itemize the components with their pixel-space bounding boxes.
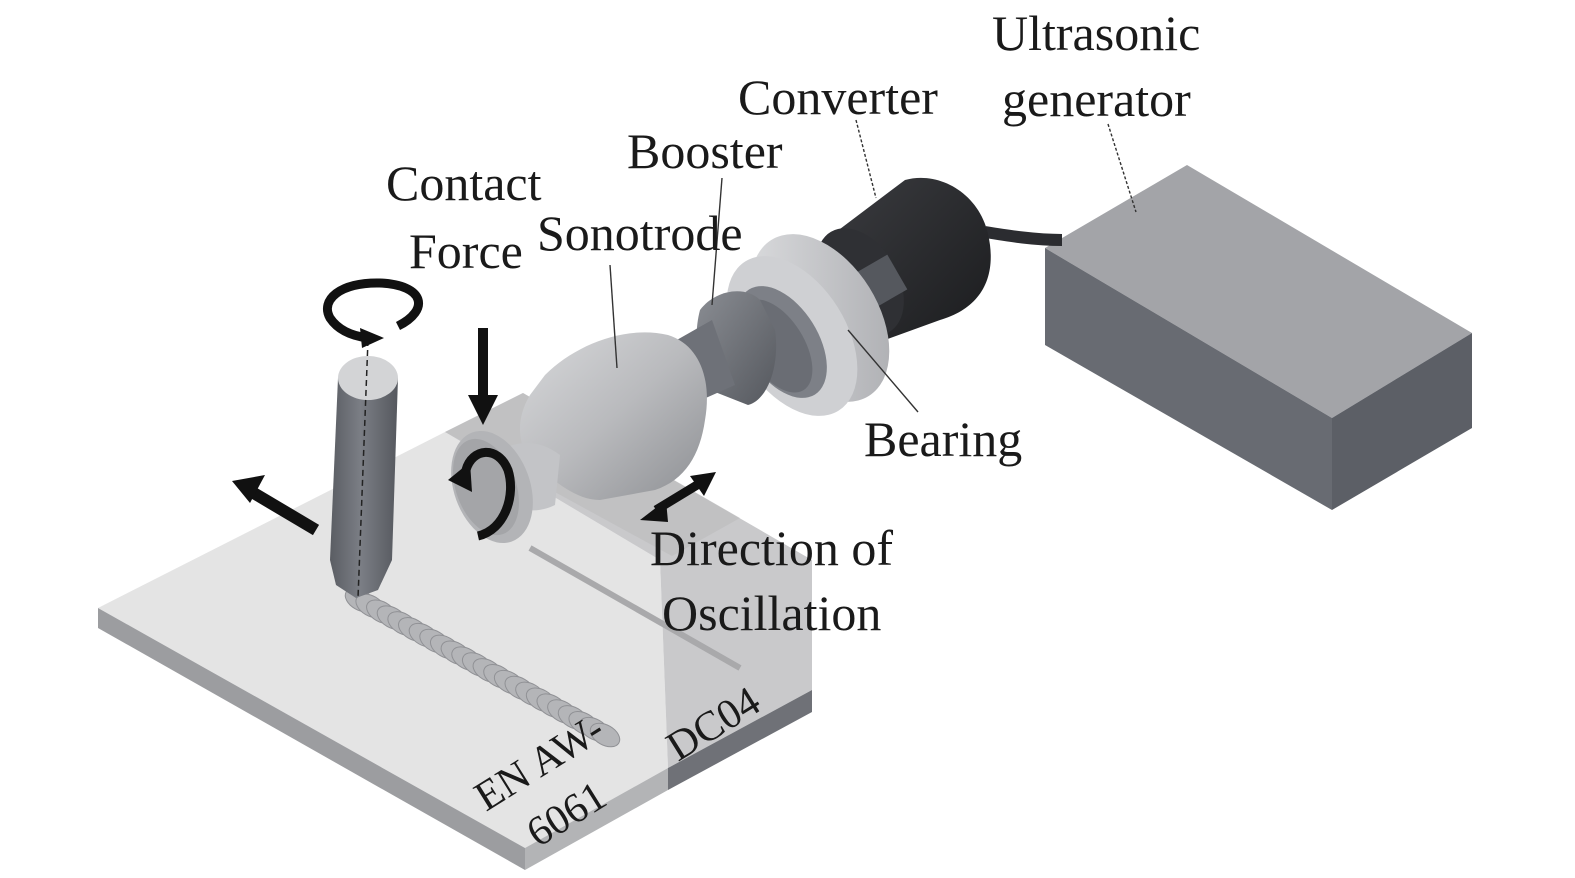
generator-side	[1332, 333, 1472, 510]
groove-line	[528, 545, 742, 671]
label-converter: Converter	[738, 69, 938, 125]
weld-ripple	[589, 722, 621, 748]
leader-sonotrode	[609, 264, 618, 369]
tool-top-face	[338, 356, 398, 400]
leader-generator	[1107, 123, 1137, 213]
label-booster: Booster	[627, 123, 783, 179]
label-bearing: Bearing	[864, 411, 1022, 467]
label-sonotrode: Sonotrode	[537, 205, 743, 261]
plate-front-edge-mid	[525, 768, 668, 870]
plate-front-edge-right	[668, 690, 812, 790]
label-contact-force-line1: Contact	[386, 155, 542, 211]
label-direction-line2: Oscillation	[662, 585, 881, 641]
workpiece	[98, 393, 812, 870]
label-contact-force-line2: Force	[409, 223, 523, 279]
fsw-tool	[330, 339, 398, 599]
weld-seam	[344, 587, 621, 748]
traverse-direction-arrow-icon	[232, 475, 320, 536]
plate-aluminium-top	[98, 432, 668, 848]
leader-bearing	[847, 329, 919, 413]
tool-rotation-arrow-icon	[323, 278, 423, 348]
label-ultrasonic-generator-line2: generator	[1002, 71, 1191, 127]
sonotrode	[451, 332, 707, 544]
label-ultrasonic-generator-line1: Ultrasonic	[992, 5, 1200, 61]
plate-steel-top	[445, 393, 812, 768]
label-direction-line1: Direction of	[650, 520, 893, 576]
sonotrode-rotation-arrow-icon	[448, 447, 516, 541]
leader-converter	[855, 119, 877, 199]
ultrasonic-generator	[1045, 165, 1472, 510]
leader-booster	[711, 177, 723, 306]
generator-top	[1045, 165, 1472, 418]
plate-front-edge-left	[98, 608, 525, 870]
contact-force-arrow-icon	[468, 328, 498, 425]
oscillation-direction-arrow-icon	[640, 472, 716, 522]
generator-cable	[984, 226, 1063, 246]
generator-front	[1045, 248, 1332, 510]
